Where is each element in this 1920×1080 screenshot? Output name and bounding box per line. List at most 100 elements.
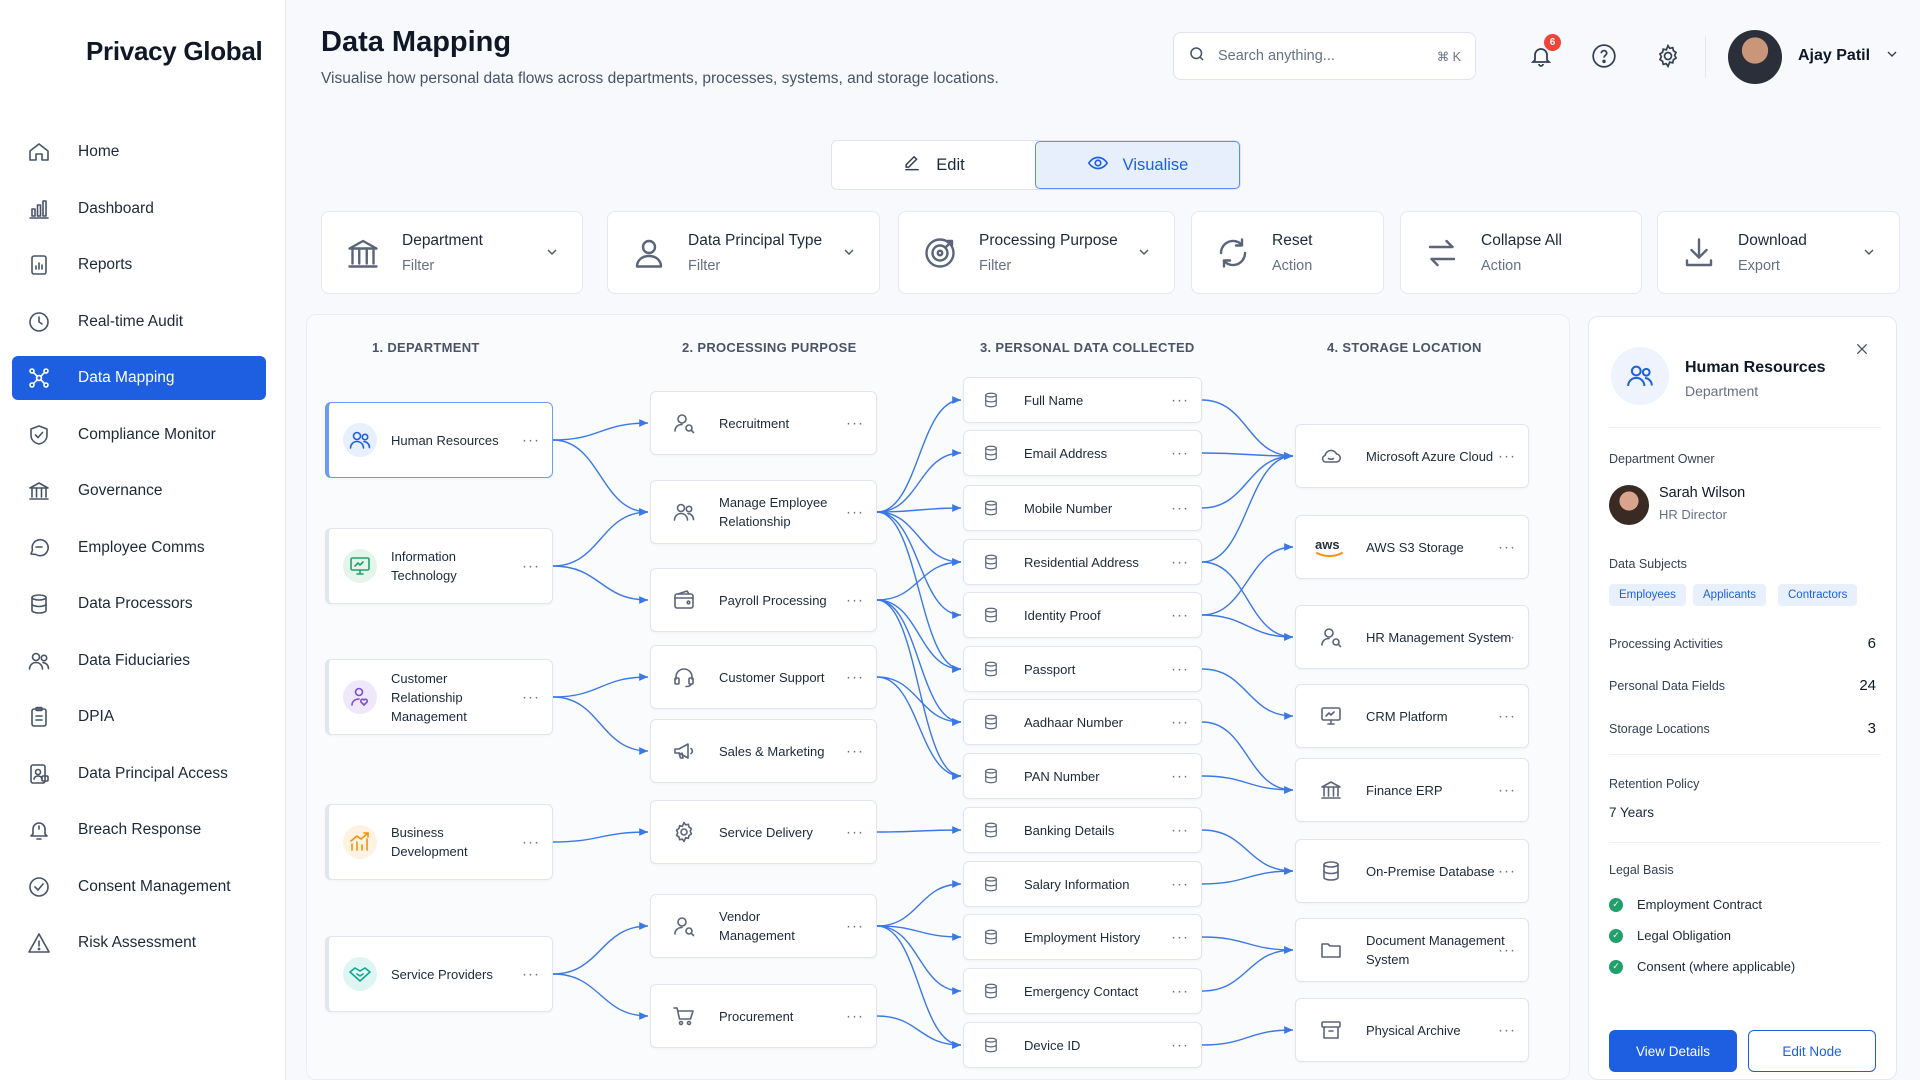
more-options-icon[interactable]: ···	[846, 1007, 864, 1025]
more-options-icon[interactable]: ···	[1498, 862, 1516, 880]
subject-chip[interactable]: Contractors	[1778, 584, 1858, 606]
more-options-icon[interactable]: ···	[1171, 1036, 1189, 1054]
more-options-icon[interactable]: ···	[1171, 660, 1189, 678]
more-options-icon[interactable]: ···	[1171, 606, 1189, 624]
more-options-icon[interactable]: ···	[522, 833, 540, 851]
data-field-node-device-id[interactable]: Device ID···	[963, 1022, 1202, 1068]
purpose-node-sales-marketing[interactable]: Sales & Marketing···	[650, 719, 877, 783]
view-details-button[interactable]: View Details	[1609, 1030, 1737, 1072]
storage-node-hr-management-system[interactable]: HR Management System···	[1295, 605, 1529, 669]
department-node-information-technology[interactable]: Information Technology···	[325, 528, 553, 604]
more-options-icon[interactable]: ···	[846, 414, 864, 432]
sidebar-item-data-processors[interactable]: Data Processors	[12, 582, 266, 626]
storage-node-microsoft-azure-cloud[interactable]: Microsoft Azure Cloud···	[1295, 424, 1529, 488]
department-node-business-development[interactable]: Business Development···	[325, 804, 553, 880]
sidebar-item-risk-assessment[interactable]: Risk Assessment	[12, 921, 266, 965]
more-options-icon[interactable]: ···	[1498, 628, 1516, 646]
storage-node-on-premise-database[interactable]: On-Premise Database···	[1295, 839, 1529, 903]
filter-data-principal-type[interactable]: Data Principal Type Filter	[607, 211, 880, 294]
more-options-icon[interactable]: ···	[1498, 1021, 1516, 1039]
subject-chip[interactable]: Employees	[1609, 584, 1686, 606]
storage-node-aws-s3-storage[interactable]: aws AWS S3 Storage···	[1295, 515, 1529, 579]
more-options-icon[interactable]: ···	[1171, 982, 1189, 1000]
purpose-node-service-delivery[interactable]: Service Delivery···	[650, 800, 877, 864]
sidebar-item-employee-comms[interactable]: Employee Comms	[12, 526, 266, 570]
more-options-icon[interactable]: ···	[846, 917, 864, 935]
data-field-node-employment-history[interactable]: Employment History···	[963, 914, 1202, 960]
data-field-node-salary-information[interactable]: Salary Information···	[963, 861, 1202, 907]
data-field-node-identity-proof[interactable]: Identity Proof···	[963, 592, 1202, 638]
sidebar-item-consent-management[interactable]: Consent Management	[12, 865, 266, 909]
more-options-icon[interactable]: ···	[846, 823, 864, 841]
more-options-icon[interactable]: ···	[1171, 928, 1189, 946]
sidebar-item-compliance-monitor[interactable]: Compliance Monitor	[12, 413, 266, 457]
user-avatar[interactable]	[1728, 30, 1782, 84]
sidebar-item-data-fiduciaries[interactable]: Data Fiduciaries	[12, 639, 266, 683]
purpose-node-procurement[interactable]: Procurement···	[650, 984, 877, 1048]
sidebar-item-dashboard[interactable]: Dashboard	[12, 187, 266, 231]
sidebar-item-data-principal-access[interactable]: Data Principal Access	[12, 752, 266, 796]
more-options-icon[interactable]: ···	[1498, 538, 1516, 556]
storage-node-crm-platform[interactable]: CRM Platform···	[1295, 684, 1529, 748]
storage-node-finance-erp[interactable]: Finance ERP···	[1295, 758, 1529, 822]
more-options-icon[interactable]: ···	[846, 742, 864, 760]
data-field-node-pan-number[interactable]: PAN Number···	[963, 753, 1202, 799]
purpose-node-recruitment[interactable]: Recruitment···	[650, 391, 877, 455]
data-field-node-mobile-number[interactable]: Mobile Number···	[963, 485, 1202, 531]
more-options-icon[interactable]: ···	[846, 668, 864, 686]
more-options-icon[interactable]: ···	[522, 965, 540, 983]
help-icon[interactable]	[1588, 40, 1620, 72]
purpose-node-vendor-management[interactable]: Vendor Management···	[650, 894, 877, 958]
data-field-node-aadhaar-number[interactable]: Aadhaar Number···	[963, 699, 1202, 745]
more-options-icon[interactable]: ···	[522, 557, 540, 575]
sidebar-item-reports[interactable]: Reports	[12, 243, 266, 287]
sidebar-item-home[interactable]: Home	[12, 130, 266, 174]
more-options-icon[interactable]: ···	[846, 503, 864, 521]
data-field-node-full-name[interactable]: Full Name···	[963, 377, 1202, 423]
filter-reset[interactable]: Reset Action	[1191, 211, 1384, 294]
purpose-node-customer-support[interactable]: Customer Support···	[650, 645, 877, 709]
sidebar-item-governance[interactable]: Governance	[12, 469, 266, 513]
more-options-icon[interactable]: ···	[1171, 499, 1189, 517]
notification-bell-icon[interactable]: 6	[1525, 34, 1561, 72]
data-field-node-passport[interactable]: Passport···	[963, 646, 1202, 692]
more-options-icon[interactable]: ···	[1171, 821, 1189, 839]
filter-processing-purpose[interactable]: Processing Purpose Filter	[898, 211, 1175, 294]
more-options-icon[interactable]: ···	[522, 431, 540, 449]
filter-collapse-all[interactable]: Collapse All Action	[1400, 211, 1642, 294]
more-options-icon[interactable]: ···	[1498, 941, 1516, 959]
department-node-customer-relationship-management[interactable]: Customer Relationship Management···	[325, 659, 553, 735]
more-options-icon[interactable]: ···	[846, 591, 864, 609]
sidebar-item-breach-response[interactable]: Breach Response	[12, 808, 266, 852]
data-field-node-email-address[interactable]: Email Address···	[963, 430, 1202, 476]
data-field-node-residential-address[interactable]: Residential Address···	[963, 539, 1202, 585]
department-node-service-providers[interactable]: Service Providers···	[325, 936, 553, 1012]
user-name[interactable]: Ajay Patil	[1798, 47, 1871, 64]
more-options-icon[interactable]: ···	[1171, 767, 1189, 785]
more-options-icon[interactable]: ···	[1171, 553, 1189, 571]
sidebar-item-dpia[interactable]: DPIA	[12, 695, 266, 739]
filter-download[interactable]: Download Export	[1657, 211, 1900, 294]
more-options-icon[interactable]: ···	[1171, 875, 1189, 893]
sidebar-item-real-time-audit[interactable]: Real-time Audit	[12, 300, 266, 344]
sidebar-item-data-mapping[interactable]: Data Mapping	[12, 356, 266, 400]
data-field-node-banking-details[interactable]: Banking Details···	[963, 807, 1202, 853]
search-input[interactable]: Search anything... ⌘ K	[1173, 32, 1476, 80]
purpose-node-payroll-processing[interactable]: Payroll Processing···	[650, 568, 877, 632]
chevron-down-icon[interactable]	[1884, 46, 1900, 67]
storage-node-physical-archive[interactable]: Physical Archive···	[1295, 998, 1529, 1062]
edit-node-button[interactable]: Edit Node	[1748, 1030, 1876, 1072]
storage-node-document-management-system[interactable]: Document Management System···	[1295, 918, 1529, 982]
subject-chip[interactable]: Applicants	[1693, 584, 1767, 606]
more-options-icon[interactable]: ···	[1171, 713, 1189, 731]
department-node-human-resources[interactable]: Human Resources···	[325, 402, 553, 478]
settings-gear-icon[interactable]	[1652, 40, 1684, 72]
more-options-icon[interactable]: ···	[522, 688, 540, 706]
data-field-node-emergency-contact[interactable]: Emergency Contact···	[963, 968, 1202, 1014]
filter-department[interactable]: Department Filter	[321, 211, 583, 294]
more-options-icon[interactable]: ···	[1498, 781, 1516, 799]
more-options-icon[interactable]: ···	[1171, 444, 1189, 462]
purpose-node-manage-employee-relationship[interactable]: Manage Employee Relationship···	[650, 480, 877, 544]
more-options-icon[interactable]: ···	[1171, 391, 1189, 409]
more-options-icon[interactable]: ···	[1498, 707, 1516, 725]
